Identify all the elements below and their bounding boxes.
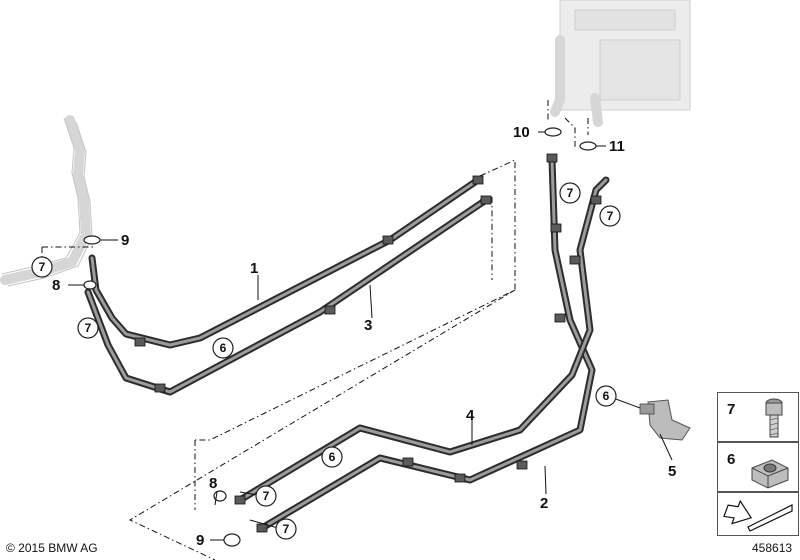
- legend-screw: 7: [717, 392, 799, 442]
- callout-text: 7: [283, 522, 290, 536]
- callout-7-lower-a: 7: [255, 485, 277, 507]
- hose-fitting: [382, 235, 394, 245]
- hose-line-1-highlight: [90, 178, 480, 347]
- callout-text: 7: [39, 260, 46, 274]
- label-part-1: 1: [250, 260, 258, 277]
- seal-ring-10: [544, 127, 562, 137]
- callout-text: 6: [329, 450, 336, 464]
- hose-line-4-highlight: [238, 178, 608, 502]
- legend-number: 6: [727, 451, 736, 468]
- hose-fitting: [154, 383, 166, 393]
- label-part-8-bottom: 8: [209, 475, 217, 492]
- label-part-11: 11: [609, 138, 625, 155]
- callout-text: 7: [607, 209, 614, 223]
- callout-7-right-b: 7: [599, 205, 621, 227]
- label-part-9-top: 9: [121, 232, 129, 249]
- diagram-reference-number: 458613: [752, 541, 793, 555]
- callout-6-bracket: 6: [595, 385, 617, 407]
- legend-clip: 6: [717, 442, 799, 492]
- callout-7-left-top: 7: [31, 256, 53, 278]
- callout-6-lower: 6: [321, 446, 343, 468]
- hose-line-1: [88, 176, 482, 349]
- seal-ring-8-top: [83, 280, 97, 290]
- arrow-icon: [723, 499, 793, 532]
- callout-text: 7: [567, 186, 574, 200]
- hose-fitting: [480, 195, 492, 205]
- callout-7-left-bottom: 7: [77, 317, 99, 339]
- callout-text: 7: [85, 321, 92, 335]
- hose-line-3-highlight: [86, 198, 488, 394]
- clip-icon: [751, 459, 789, 489]
- seal-ring-9-top: [83, 235, 101, 245]
- seal-ring-11: [579, 141, 597, 151]
- hose-fitting: [569, 255, 581, 265]
- hose-fitting: [256, 523, 268, 533]
- leader-lines: [68, 131, 673, 541]
- hose-fitting: [554, 313, 566, 323]
- callout-6-upper: 6: [212, 337, 234, 359]
- bracket-part: [639, 399, 691, 441]
- hose-fitting: [516, 460, 528, 470]
- callout-text: 6: [603, 389, 610, 403]
- hose-fitting: [472, 175, 484, 185]
- label-part-4: 4: [466, 407, 475, 424]
- seal-ring-9-bottom: [223, 533, 241, 547]
- callout-text: 7: [263, 489, 270, 503]
- label-part-3: 3: [364, 317, 372, 334]
- callout-7-right-a: 7: [559, 182, 581, 204]
- label-part-10: 10: [513, 124, 530, 141]
- legend-number: 7: [727, 401, 736, 418]
- legend-arrow: [717, 492, 799, 536]
- callout-text: 6: [220, 341, 227, 355]
- screw-icon: [765, 398, 783, 438]
- assembly-outline-lower: [128, 100, 589, 560]
- hose-fitting: [234, 495, 246, 505]
- label-part-9-bottom: 9: [196, 532, 204, 549]
- hose-fitting: [454, 473, 466, 483]
- copyright-notice: © 2015 BMW AG: [6, 541, 98, 555]
- hoses: [84, 153, 610, 533]
- hose-fitting: [134, 337, 146, 347]
- label-part-2: 2: [540, 495, 548, 512]
- hose-fitting: [546, 153, 558, 163]
- hose-fitting: [590, 195, 602, 205]
- hose-fitting: [324, 305, 336, 315]
- callout-7-lower-b: 7: [275, 518, 297, 540]
- ghost-hvac-unit: [550, 0, 691, 127]
- hose-line-2-highlight: [260, 158, 594, 530]
- hose-fitting: [402, 457, 414, 467]
- label-part-8-top: 8: [52, 277, 60, 294]
- label-part-5: 5: [668, 463, 676, 480]
- hose-fitting: [550, 223, 562, 233]
